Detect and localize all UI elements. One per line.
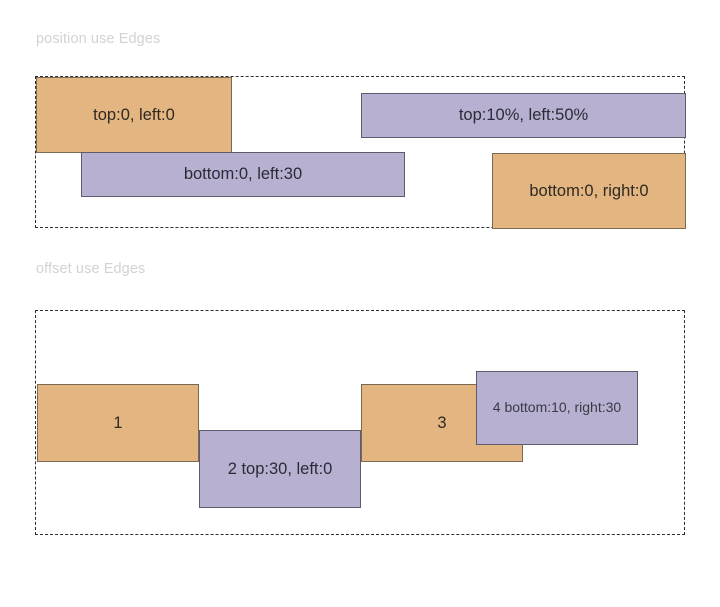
box-offset-1[interactable]: 1: [37, 384, 199, 462]
box-offset-4-bottom-10-right-30[interactable]: 4 bottom:10, right:30: [476, 371, 638, 445]
box-label: 2 top:30, left:0: [227, 459, 333, 478]
box-label: bottom:0, left:30: [183, 165, 303, 184]
box-label: bottom:0, right:0: [529, 181, 649, 200]
box-bottom-0-right-0[interactable]: bottom:0, right:0: [492, 153, 686, 229]
offset-edges-container: 1 2 top:30, left:0 3 4 bottom:10, right:…: [35, 310, 685, 535]
box-label: top:10%, left:50%: [458, 106, 589, 125]
box-offset-2-top-30-left-0[interactable]: 2 top:30, left:0: [199, 430, 361, 508]
box-bottom-0-left-30[interactable]: bottom:0, left:30: [81, 152, 405, 197]
box-label: 1: [113, 413, 123, 432]
box-top-10pct-left-50pct[interactable]: top:10%, left:50%: [361, 93, 686, 138]
box-label: 3: [437, 413, 447, 432]
section-title-offset: offset use Edges: [36, 261, 146, 277]
box-top-0-left-0[interactable]: top:0, left:0: [36, 77, 232, 153]
box-label: 4 bottom:10, right:30: [492, 399, 622, 416]
box-label: top:0, left:0: [93, 105, 175, 124]
position-edges-container: top:0, left:0 top:10%, left:50% bottom:0…: [35, 76, 686, 229]
section-title-position: position use Edges: [36, 31, 161, 47]
